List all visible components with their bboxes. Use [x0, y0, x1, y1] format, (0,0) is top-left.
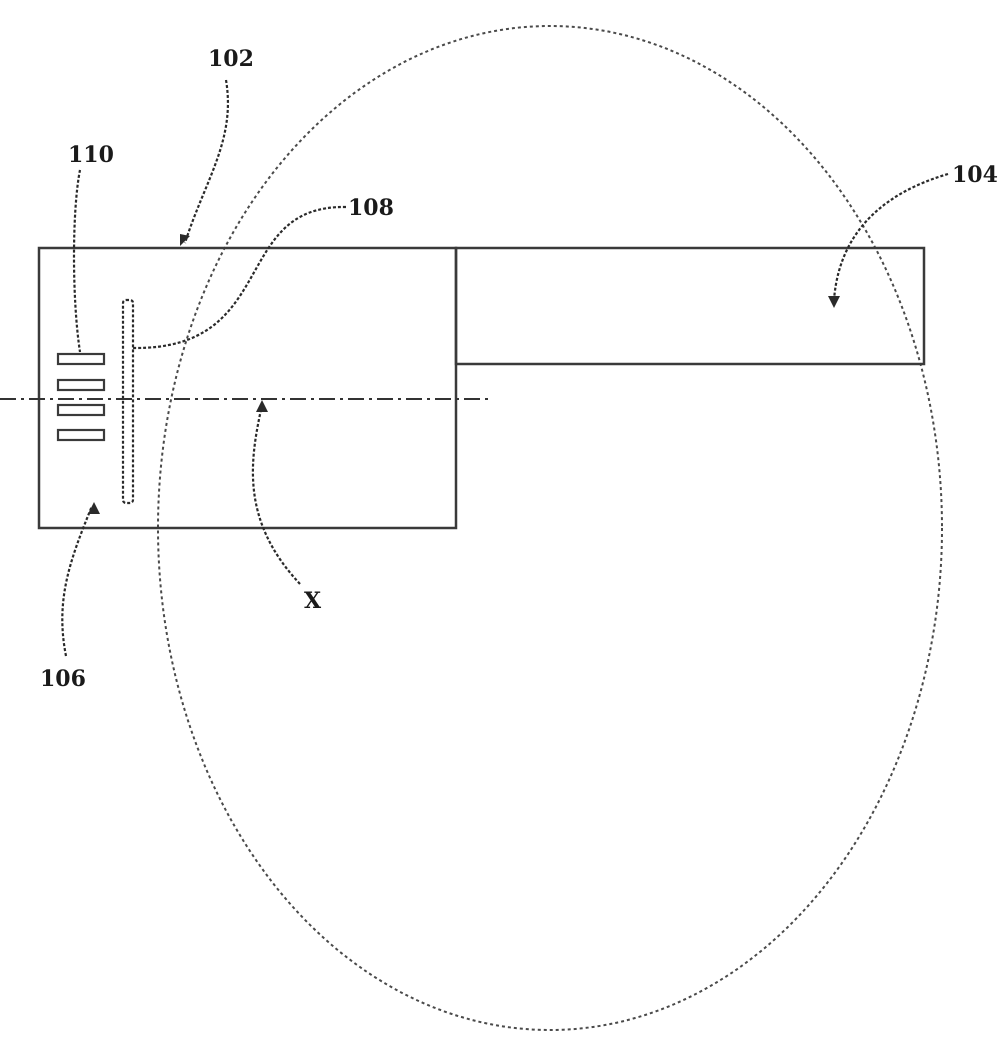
ref-label-104: 104: [952, 162, 998, 188]
leader-x: [251, 404, 301, 585]
slot-3: [56, 403, 106, 417]
leader-110: [72, 169, 82, 353]
arrow-104: [828, 296, 840, 308]
leader-102: [183, 79, 230, 244]
slot-2: [56, 378, 106, 392]
ref-label-110: 110: [68, 142, 114, 168]
arrow-102: [180, 234, 190, 246]
ref-label-106: 106: [40, 666, 86, 692]
leader-106: [61, 505, 94, 657]
field-boundary-ellipse: [157, 25, 943, 1031]
ref-label-102: 102: [208, 46, 254, 72]
main-housing: [37, 246, 458, 530]
leader-108: [132, 205, 347, 350]
slot-1: [56, 352, 106, 366]
ref-label-axis-x: X: [304, 588, 322, 614]
ref-label-108: 108: [348, 195, 394, 221]
dashed-strip-element: [121, 298, 135, 505]
arrow-106: [88, 502, 100, 514]
leader-104: [832, 172, 949, 301]
arrow-x: [256, 400, 268, 412]
slot-4: [56, 428, 106, 442]
arm-extension: [454, 246, 926, 366]
